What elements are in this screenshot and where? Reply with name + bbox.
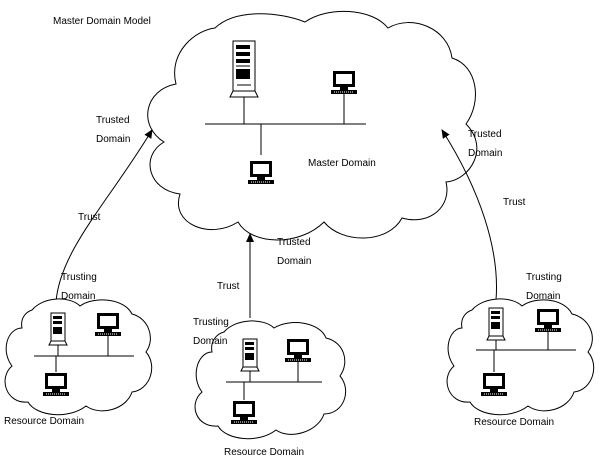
workstation-icon <box>330 70 358 95</box>
trusted-label-right-2: Domain <box>468 148 502 159</box>
server-icon <box>229 40 259 98</box>
trust-label-center: Trust <box>217 281 240 292</box>
resource-domain-label-center: Resource Domain <box>224 447 304 458</box>
master-domain-label: Master Domain <box>308 158 376 169</box>
trusting-label-center-2: Domain <box>193 336 227 347</box>
server-icon <box>486 307 506 341</box>
arrow-icon <box>55 129 153 303</box>
workstation-icon <box>284 338 312 363</box>
trusted-label-center-2: Domain <box>277 256 311 267</box>
cloud-icon <box>147 10 478 241</box>
trusting-label-right-1: Trusting <box>526 272 562 283</box>
workstation-icon <box>534 308 562 333</box>
trust-label-right: Trust <box>503 197 526 208</box>
trusting-label-center-1: Trusting <box>193 317 229 328</box>
server-icon <box>240 338 260 372</box>
trusting-label-left-1: Trusting <box>61 272 97 283</box>
cloud-icon <box>446 298 595 416</box>
resource-domain-left <box>4 298 153 416</box>
server-icon <box>48 312 68 346</box>
master-network <box>205 40 366 185</box>
resource-domain-label-right: Resource Domain <box>474 417 554 428</box>
workstation-icon <box>247 160 275 185</box>
workstation-icon <box>480 372 508 397</box>
master-domain-cloud <box>147 10 478 241</box>
trusting-label-left-2: Domain <box>61 291 95 302</box>
workstation-icon <box>42 372 70 397</box>
trust-label-left: Trust <box>78 212 101 223</box>
diagram-title: Master Domain Model <box>53 16 151 27</box>
resource-domain-right <box>446 298 595 416</box>
resource-domain-center <box>194 320 346 440</box>
trusted-label-left-1: Trusted <box>96 115 130 126</box>
workstation-icon <box>94 312 122 337</box>
arrow-icon <box>441 129 497 301</box>
workstation-icon <box>230 400 258 425</box>
trusted-label-right-1: Trusted <box>468 129 502 140</box>
cloud-icon <box>4 298 153 416</box>
trusting-label-right-2: Domain <box>526 291 560 302</box>
resource-domain-label-left: Resource Domain <box>4 416 84 427</box>
trusted-label-left-2: Domain <box>96 134 130 145</box>
trusted-label-center-1: Trusted <box>277 237 311 248</box>
